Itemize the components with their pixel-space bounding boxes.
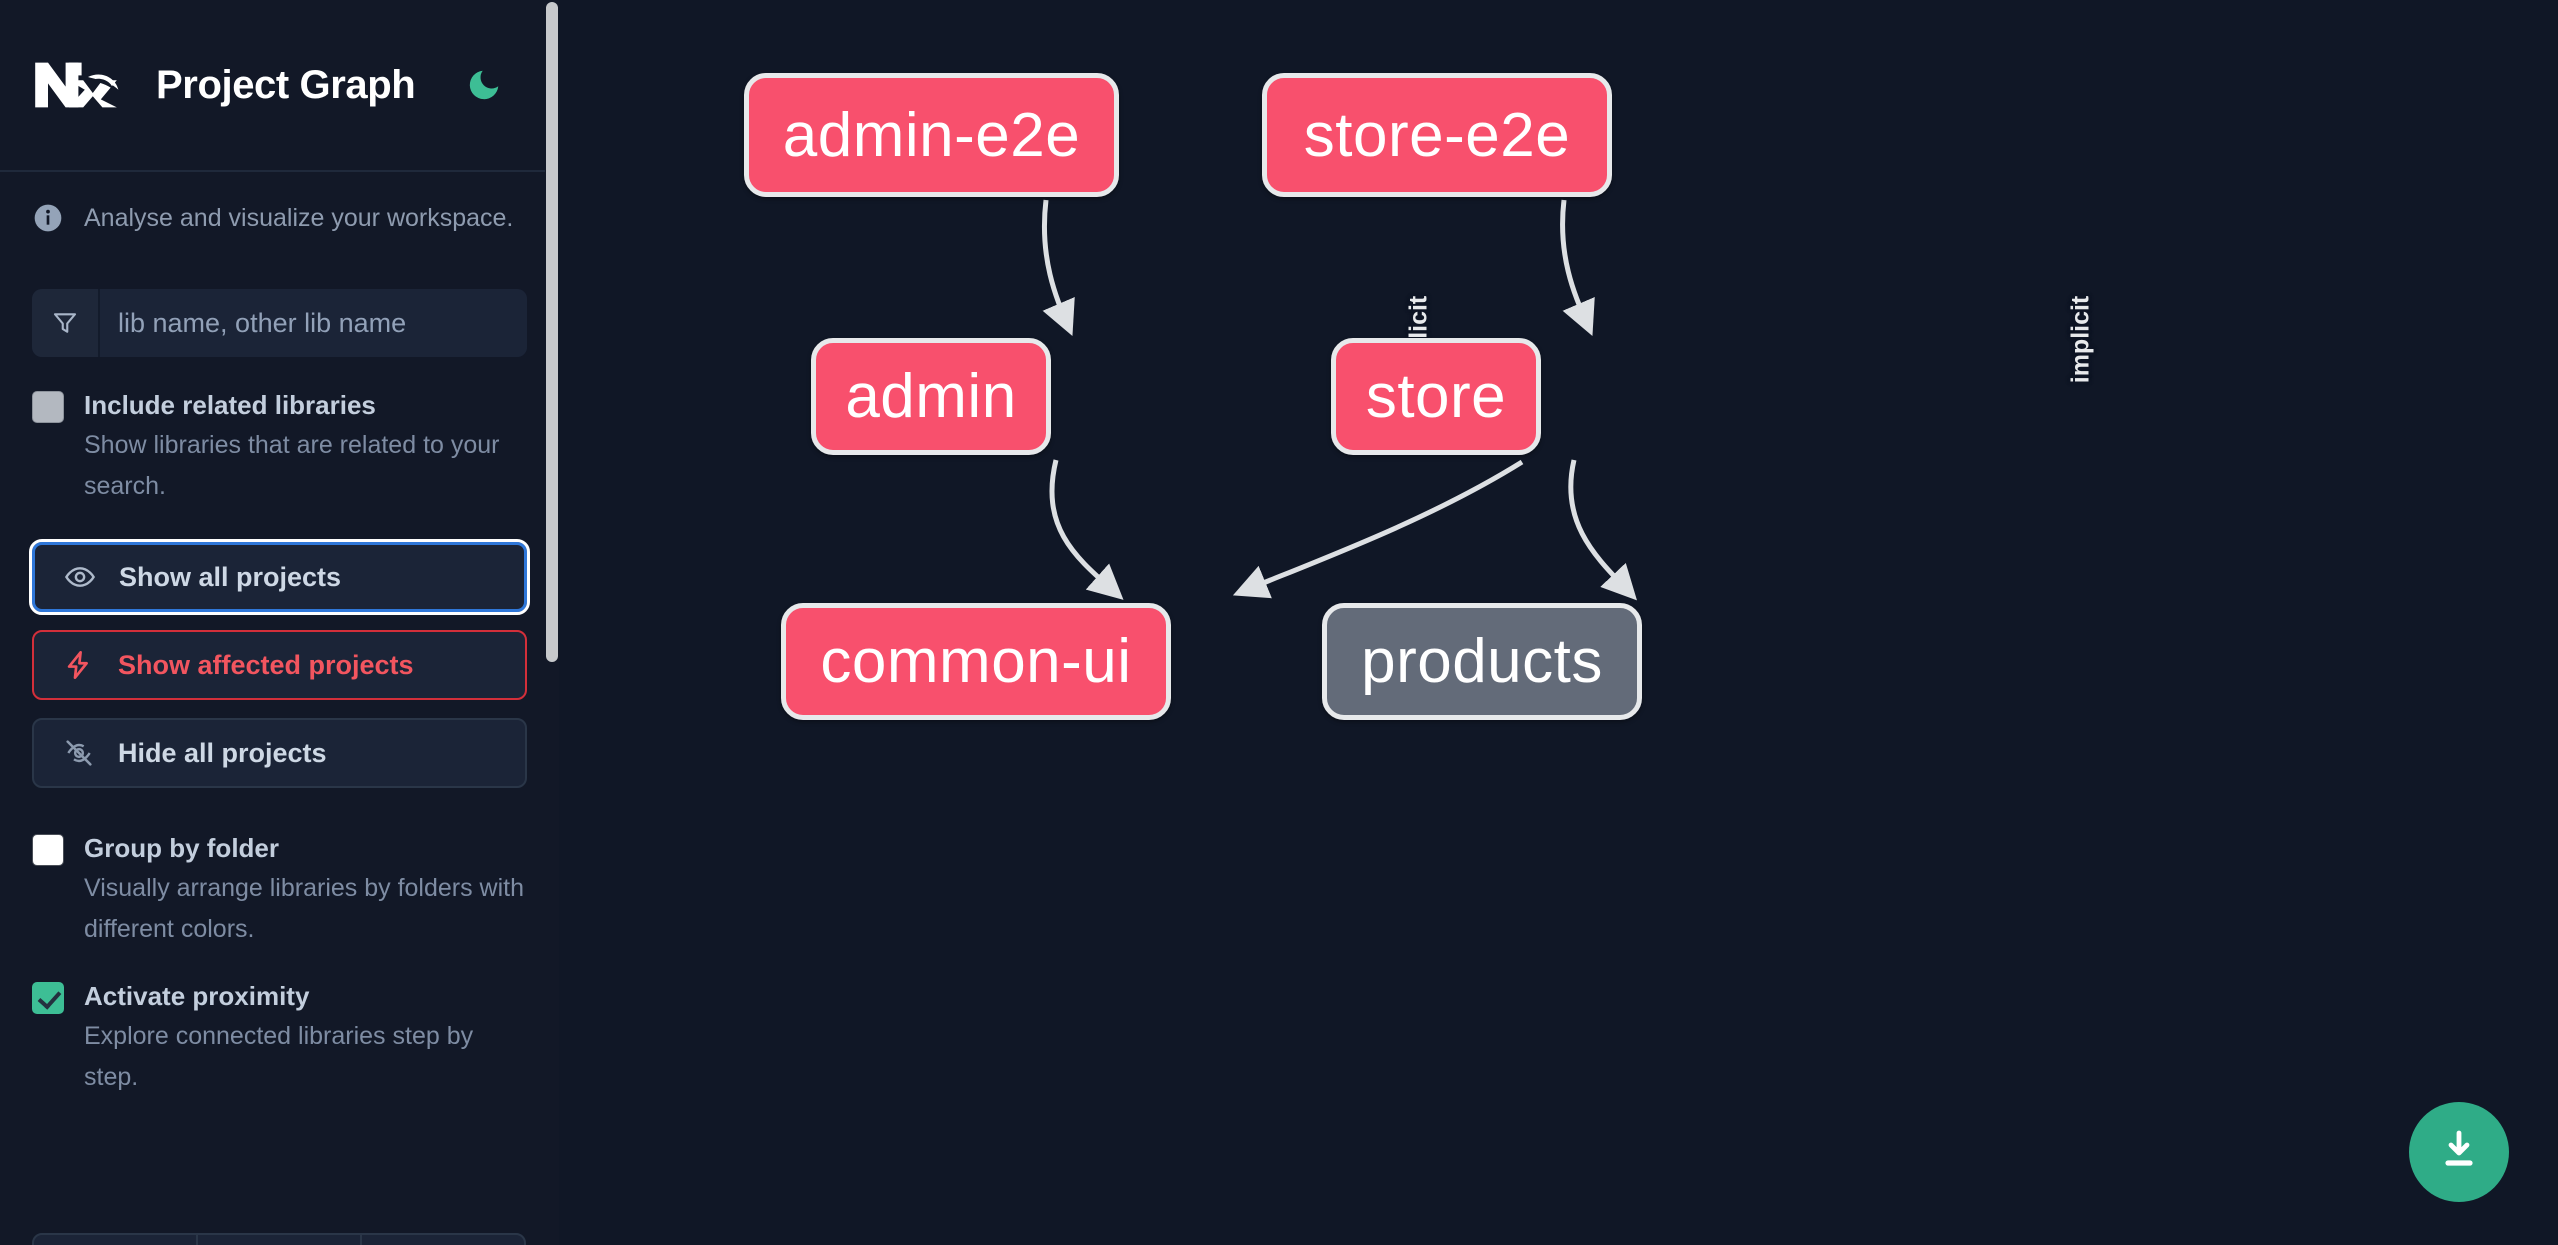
hide-all-projects-button[interactable]: Hide all projects: [32, 718, 527, 788]
filter-funnel-icon: [32, 289, 100, 357]
search-filter[interactable]: [32, 289, 527, 357]
option-activate-proximity[interactable]: Activate proximity Explore connected lib…: [0, 976, 559, 1098]
show-all-projects-button[interactable]: Show all projects: [29, 539, 530, 615]
checkbox-include-related-libraries[interactable]: [32, 391, 64, 423]
option-description: Explore connected libraries step by step…: [84, 1022, 474, 1091]
graph-node-store-e2e[interactable]: store-e2e: [1262, 73, 1612, 197]
button-label: Hide all projects: [118, 737, 327, 768]
option-label: Include related libraries: [84, 390, 376, 420]
sidebar-header: Project Graph: [0, 0, 559, 172]
segment-3[interactable]: [362, 1235, 524, 1245]
segmented-control-partial[interactable]: [32, 1233, 526, 1245]
option-group-by-folder[interactable]: Group by folder Visually arrange librari…: [0, 828, 559, 950]
edge-label-implicit-store: implicit: [2066, 295, 2095, 384]
edge-store-products: [1568, 459, 1637, 601]
moon-icon[interactable]: [461, 62, 507, 108]
graph-node-store[interactable]: store: [1331, 338, 1541, 455]
search-input[interactable]: [100, 289, 527, 357]
visibility-button-group: Show all projects Show affected projects: [29, 539, 530, 788]
graph-node-products[interactable]: products: [1322, 603, 1642, 720]
option-label: Group by folder: [84, 833, 279, 863]
sidebar: Project Graph Analyse and visualize your…: [0, 0, 559, 1245]
download-image-button[interactable]: [2409, 1102, 2509, 1202]
show-affected-projects-button[interactable]: Show affected projects: [32, 630, 527, 700]
checkbox-group-by-folder[interactable]: [32, 834, 64, 866]
option-label: Activate proximity: [84, 981, 310, 1011]
checkbox-activate-proximity[interactable]: [32, 982, 64, 1014]
button-label: Show affected projects: [118, 649, 414, 680]
info-banner: Analyse and visualize your workspace.: [0, 172, 559, 264]
info-text: Analyse and visualize your workspace.: [84, 203, 514, 232]
sidebar-scrollbar-track[interactable]: [545, 0, 559, 1245]
page-title: Project Graph: [156, 62, 416, 107]
segment-1[interactable]: [34, 1235, 198, 1245]
nx-logo-icon: [32, 59, 128, 111]
option-description: Show libraries that are related to your …: [84, 431, 500, 500]
option-description: Visually arrange libraries by folders wi…: [84, 874, 525, 943]
lightning-bolt-icon: [62, 648, 96, 682]
edge-store-common-ui: [1232, 459, 1524, 599]
button-label: Show all projects: [119, 561, 342, 592]
option-include-related-libraries[interactable]: Include related libraries Show libraries…: [0, 385, 559, 507]
download-icon: [2435, 1126, 2483, 1179]
segment-2[interactable]: [198, 1235, 362, 1245]
graph-node-admin-e2e[interactable]: admin-e2e: [744, 73, 1119, 197]
edge-store-e2e-store: [1560, 199, 1595, 337]
eye-icon: [63, 560, 97, 594]
graph-node-common-ui[interactable]: common-ui: [781, 603, 1171, 720]
graph-node-admin[interactable]: admin: [811, 338, 1051, 455]
edge-admin-e2e-admin: [1041, 199, 1075, 337]
graph-canvas[interactable]: implicit implicit admin-e2e store-e2e ad…: [559, 0, 2558, 1245]
info-circle-icon: [32, 202, 64, 234]
edge-admin-common-ui: [1049, 459, 1124, 600]
sidebar-scrollbar-thumb[interactable]: [546, 2, 558, 662]
eye-off-icon: [62, 736, 96, 770]
